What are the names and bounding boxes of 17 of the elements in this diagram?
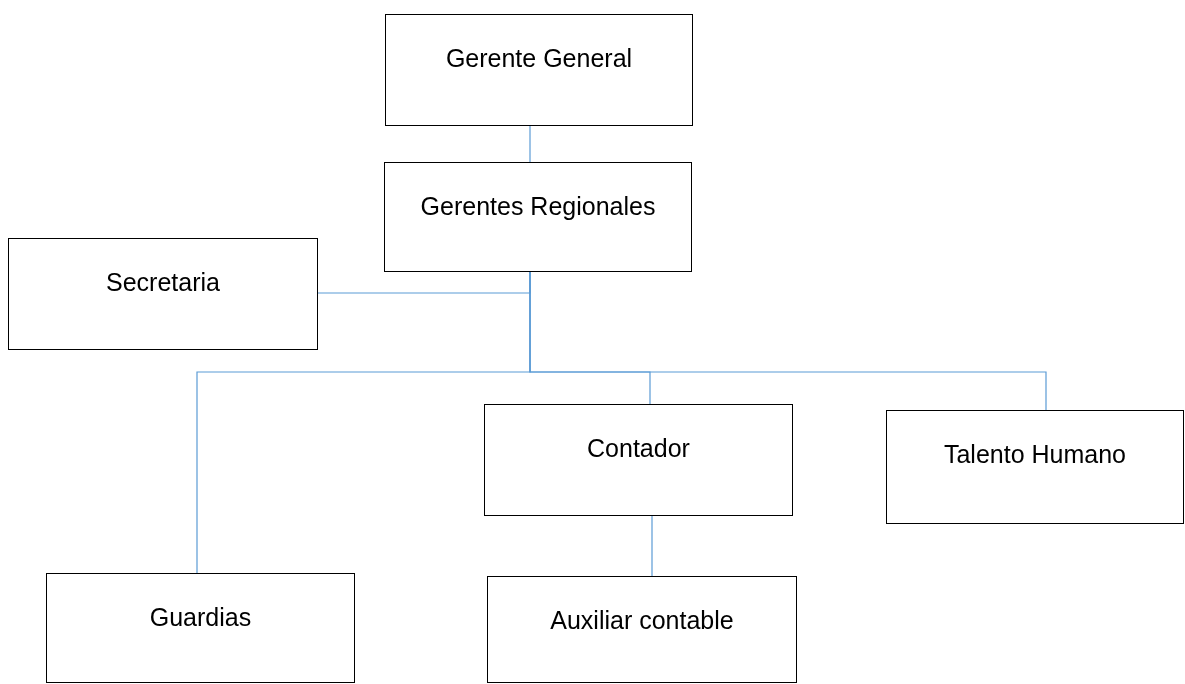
box-label: Auxiliar contable [550, 605, 734, 636]
box-label: Secretaria [106, 267, 220, 298]
box-label: Gerente General [445, 43, 633, 74]
box-label: Guardias [149, 602, 252, 633]
org-box [46, 573, 355, 683]
box-label: Gerentes Regionales [420, 191, 656, 222]
org-box [886, 410, 1184, 524]
connector-line [529, 271, 1047, 411]
box-label: Talento Humano [943, 439, 1127, 470]
org-box [487, 576, 797, 683]
org-box [484, 404, 793, 516]
org-box [8, 238, 318, 350]
connector-line [529, 125, 531, 163]
connector-line [651, 515, 653, 577]
org-box [384, 162, 692, 272]
box-label: Contador [587, 433, 690, 464]
org-box [385, 14, 693, 126]
